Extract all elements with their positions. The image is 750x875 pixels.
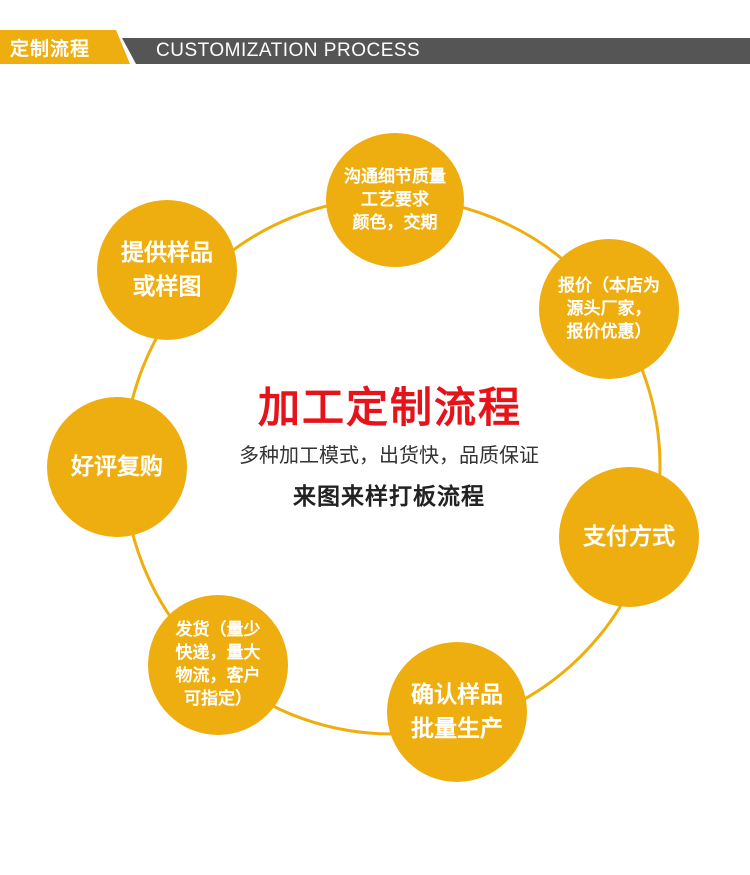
step-label: 提供样品 或样图 [121, 240, 213, 300]
step-label: 发货（量少 快递，量大 物流，客户 可指定） [175, 620, 261, 709]
step-confirm-production: 确认样品 批量生产 [387, 642, 527, 782]
header-tag-label: 定制流程 [10, 38, 91, 60]
section-header: 定制流程 CUSTOMIZATION PROCESS [0, 30, 750, 66]
step-quote: 报价（本店为 源头厂家， 报价优惠） [539, 239, 679, 379]
step-label: 确认样品 批量生产 [411, 682, 503, 742]
step-shipping: 发货（量少 快递，量大 物流，客户 可指定） [148, 595, 288, 735]
center-title: 加工定制流程 [257, 383, 522, 432]
step-label: 沟通细节质量 工艺要求 颜色，交期 [344, 166, 446, 233]
step-payment: 支付方式 [559, 467, 699, 607]
center-subtitle-2: 来图来样打板流程 [293, 484, 485, 510]
step-label: 好评复购 [71, 454, 163, 480]
step-review-repurchase: 好评复购 [47, 397, 187, 537]
header-tag: 定制流程 [0, 30, 130, 64]
center-subtitle: 多种加工模式，出货快，品质保证 [239, 443, 539, 467]
header-title-en: CUSTOMIZATION PROCESS [156, 40, 421, 61]
step-communicate-details: 沟通细节质量 工艺要求 颜色，交期 [326, 133, 464, 267]
step-label: 报价（本店为 源头厂家， 报价优惠） [558, 275, 660, 342]
step-provide-sample: 提供样品 或样图 [97, 200, 237, 340]
header-bar: CUSTOMIZATION PROCESS [122, 38, 750, 64]
step-label: 支付方式 [583, 524, 675, 550]
